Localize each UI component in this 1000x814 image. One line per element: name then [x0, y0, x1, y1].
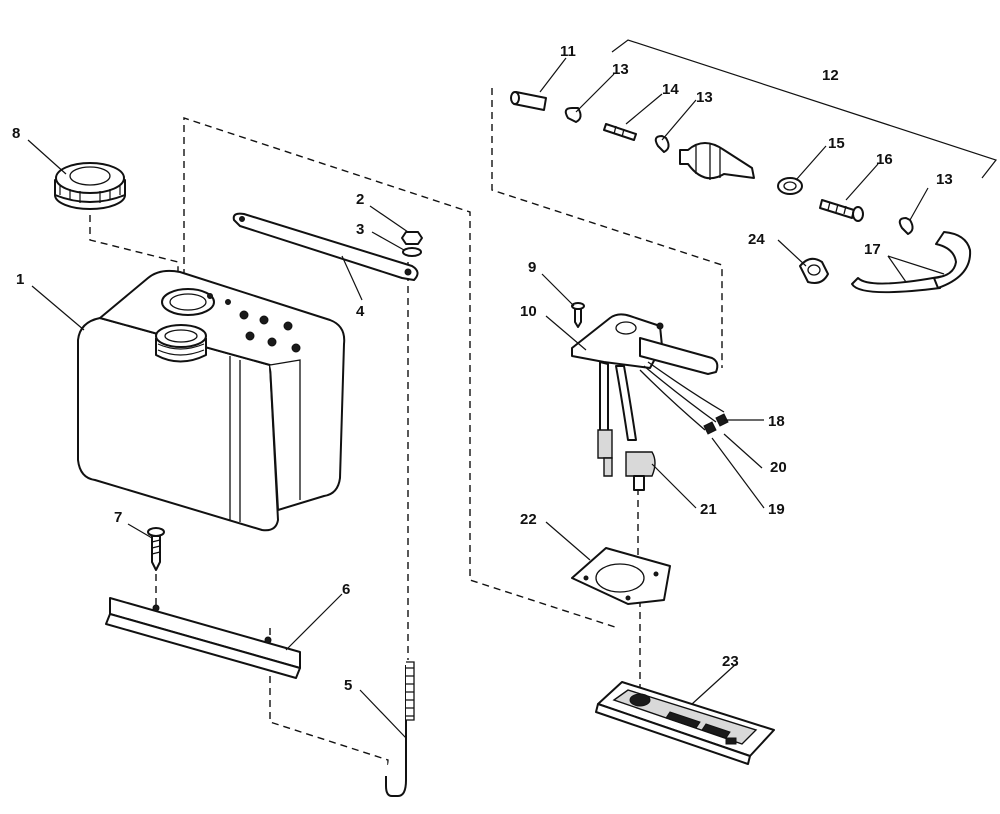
fitting-part: [819, 199, 864, 222]
callout-13-b: 13: [696, 89, 713, 106]
callout-7: 7: [114, 509, 122, 526]
callout-20: 20: [770, 459, 787, 476]
callout-11: 11: [560, 43, 576, 60]
connector-part: [603, 123, 637, 141]
kit-bracket: [611, 39, 997, 179]
primer-bulb-part: [679, 142, 755, 180]
mounting-bracket-part: [105, 597, 301, 679]
callout-4: 4: [356, 303, 365, 320]
callout-18: 18: [768, 413, 785, 430]
screw-part: [147, 527, 165, 571]
clamp-part-b: [654, 135, 670, 153]
sleeve-part: [510, 91, 547, 111]
callout-13-a: 13: [612, 61, 629, 78]
callout-15: 15: [828, 135, 845, 152]
clip-part: [799, 257, 829, 284]
callout-22: 22: [520, 511, 537, 528]
filler-cap-part: [54, 162, 126, 210]
j-bolt-part: [385, 661, 415, 797]
hose-clamp-part: [777, 177, 803, 195]
callout-labels: 1 2 3 4 5 6 7 8 9 10 11 12 13 13 13 14 1…: [12, 43, 953, 694]
nut-washer-part: [401, 231, 423, 257]
callout-13-c: 13: [936, 171, 953, 188]
callout-16: 16: [876, 151, 893, 168]
callout-10: 10: [520, 303, 537, 320]
gasket-part: [571, 547, 671, 605]
fuel-tank-part: [77, 269, 346, 532]
callout-6: 6: [342, 581, 350, 598]
callout-19: 19: [768, 501, 785, 518]
strap-part: [232, 212, 419, 281]
leader-lines: [27, 57, 945, 739]
callout-23: 23: [722, 653, 739, 670]
hose-part: [851, 231, 972, 294]
callout-5: 5: [344, 677, 352, 694]
callout-2: 2: [356, 191, 364, 208]
clamp-part-c: [898, 217, 914, 235]
callout-12: 12: [822, 67, 839, 84]
callout-17: 17: [864, 241, 881, 258]
gauge-plate-part: [595, 681, 775, 765]
callout-8: 8: [12, 125, 20, 142]
pickup-screw-part: [571, 302, 585, 328]
callout-24: 24: [748, 231, 765, 248]
callout-21: 21: [700, 501, 717, 518]
callout-1: 1: [16, 271, 24, 288]
fuel-pickup-part: [571, 313, 729, 491]
callout-9: 9: [528, 259, 536, 276]
callout-14: 14: [662, 81, 679, 98]
callout-3: 3: [356, 221, 364, 238]
